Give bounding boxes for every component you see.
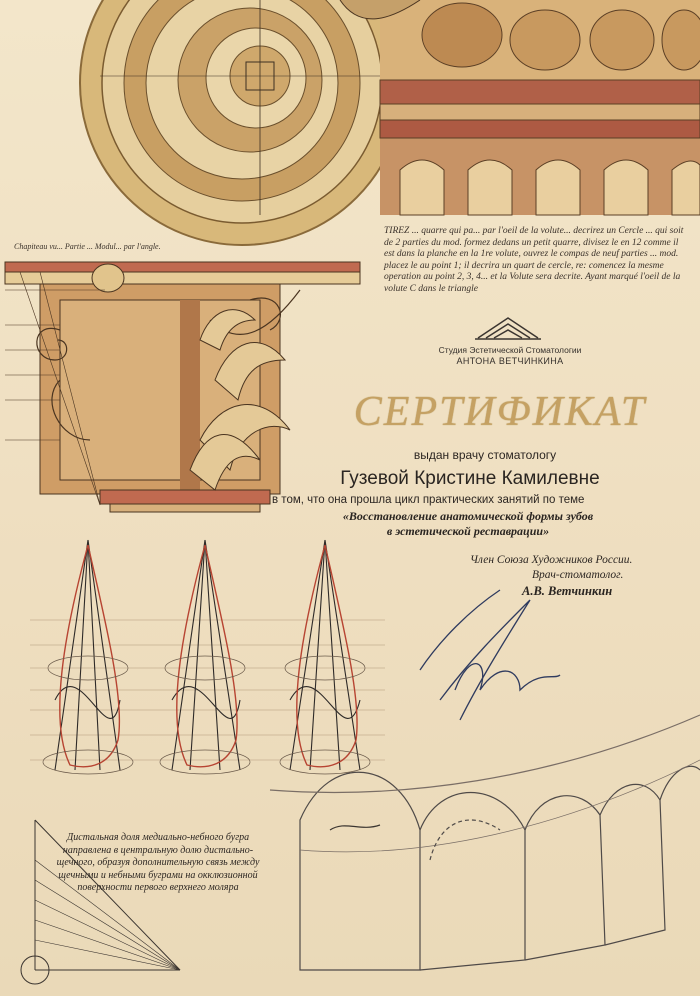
course-title-line2: в эстетической реставрации» <box>386 524 550 538</box>
signature-mark <box>419 589 561 721</box>
cone-diagrams <box>30 539 385 775</box>
completion-statement: в том, что она прошла цикл практических … <box>272 494 585 506</box>
studio-name-line2: АНТОНА ВЕТЧИНКИНА <box>456 356 564 366</box>
triangle-diagram <box>20 819 181 985</box>
signatory-title-2: Врач-стоматолог. <box>532 569 624 581</box>
teeth-arch-diagram <box>269 714 700 971</box>
course-title-line1: «Восстановление анатомической формы зубо… <box>342 509 594 523</box>
studio-logo-icon <box>475 317 541 340</box>
recipient-name: Гузевой Кристине Камилевне <box>340 468 600 489</box>
engraving-header-text: Chapiteau vu... Partie ... Modul... par … <box>14 242 161 251</box>
capital-corner-engraving <box>339 0 700 216</box>
molar-description-note: Дистальная доля медиально-небного бугра … <box>56 832 260 893</box>
issued-to-text: выдан врачу стоматологу <box>413 448 557 462</box>
ionic-volute-engraving <box>79 0 405 246</box>
signatory-title-1: Член Союза Художников России. <box>470 554 633 566</box>
engraving-caption-text: TIREZ ... quarre qui pa... par l'oeil de… <box>384 226 684 294</box>
certificate-title: СЕРТИФИКАТ <box>353 389 647 435</box>
signatory-name: А.В. Ветчинкин <box>522 584 613 598</box>
corinthian-capital-engraving <box>4 261 361 513</box>
studio-name-line1: Студия Эстетической Стоматологии <box>438 345 582 355</box>
